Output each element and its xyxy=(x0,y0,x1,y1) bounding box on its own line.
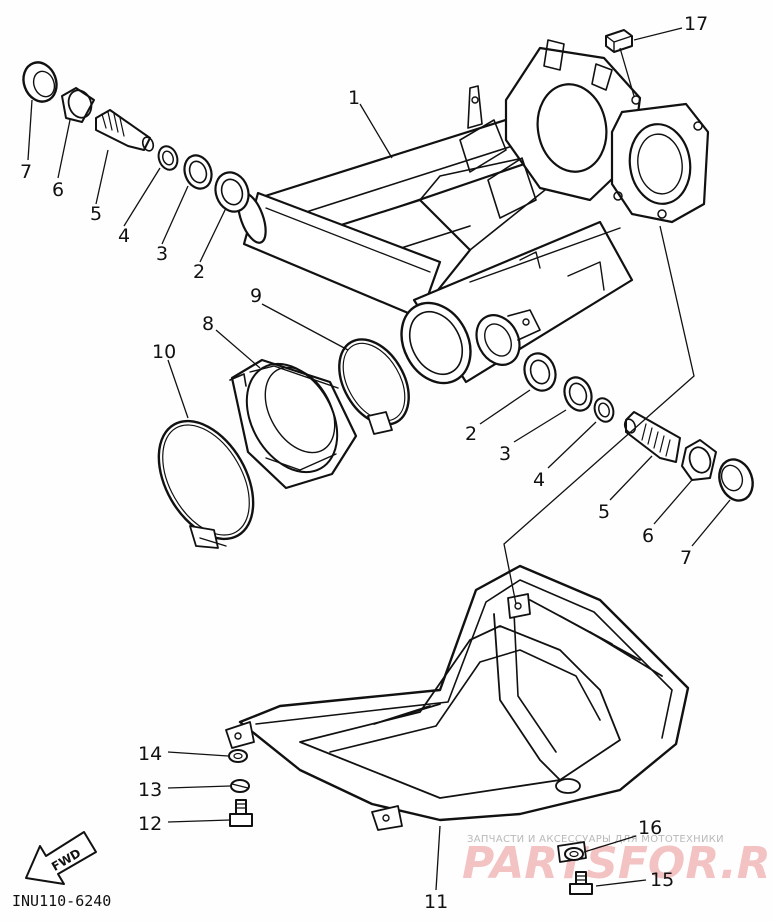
callout-5-upper: 5 xyxy=(90,203,102,225)
callout-15: 15 xyxy=(650,869,674,891)
callout-6-lower: 6 xyxy=(642,525,654,547)
part-15-bolt xyxy=(569,871,593,895)
callout-7-upper: 7 xyxy=(20,161,32,183)
part-7-dust-cover-upper xyxy=(22,61,58,103)
front-pivot-tube xyxy=(400,220,634,385)
callout-10: 10 xyxy=(152,341,176,363)
callout-5-lower: 5 xyxy=(598,501,610,523)
part-9-clamp-band xyxy=(338,338,410,435)
part-3-oil-seal-upper xyxy=(183,154,213,190)
part-1-swingarm xyxy=(237,39,710,385)
part-3-oil-seal-lower xyxy=(563,376,593,412)
callout-12: 12 xyxy=(138,813,162,835)
part-2-bearing-lower xyxy=(523,352,557,392)
callout-2-lower: 2 xyxy=(465,423,477,445)
part-8-rubber-boot xyxy=(229,358,358,490)
watermark-tagline: ЗАПЧАСТИ И АКСЕССУАРЫ ДЛЯ МОТОТЕХНИКИ xyxy=(467,834,724,845)
part-10-clamp-band xyxy=(157,419,255,549)
callout-4-lower: 4 xyxy=(533,469,545,491)
part-4-collar-lower xyxy=(593,397,615,423)
callout-17: 17 xyxy=(684,13,708,35)
callout-8: 8 xyxy=(202,313,214,335)
watermark: ЗАПЧАСТИ И АКСЕССУАРЫ ДЛЯ МОТОТЕХНИКИ PA… xyxy=(462,834,773,889)
callout-1: 1 xyxy=(348,87,360,109)
part-4-collar-upper xyxy=(157,145,179,171)
callout-7-lower: 7 xyxy=(680,547,692,569)
part-16-washer xyxy=(564,847,584,861)
part-6-thrust-cover-lower xyxy=(681,439,717,481)
callout-3-upper: 3 xyxy=(156,243,168,265)
callout-labels: 1 2 3 4 5 6 7 2 3 4 5 6 7 8 9 10 11 12 1… xyxy=(20,13,708,913)
watermark-logo: PARTSFOR.RU xyxy=(462,838,773,889)
callout-6-upper: 6 xyxy=(52,179,64,201)
rear-flange xyxy=(610,95,710,224)
part-17-nut xyxy=(605,29,633,53)
part-11-guard xyxy=(225,564,690,863)
part-7-dust-cover-lower xyxy=(718,458,754,502)
figure-code: INU110-6240 xyxy=(12,892,111,910)
callout-14: 14 xyxy=(138,743,162,765)
callout-9: 9 xyxy=(250,285,262,307)
fwd-arrow: FWD xyxy=(25,831,97,885)
callout-13: 13 xyxy=(138,779,162,801)
callout-11: 11 xyxy=(424,891,448,913)
part-13-lock-washer xyxy=(230,779,250,793)
part-6-thrust-cover-upper xyxy=(61,87,95,123)
part-5-pivot-shaft-lower xyxy=(623,411,681,463)
callout-3-lower: 3 xyxy=(499,443,511,465)
part-5-pivot-shaft-upper xyxy=(95,109,155,152)
rear-housing xyxy=(459,39,642,219)
leader-lines xyxy=(27,27,731,891)
callout-2-upper: 2 xyxy=(193,261,205,283)
callout-4-upper: 4 xyxy=(118,225,130,247)
part-14-washer xyxy=(228,749,248,763)
part-12-bolt xyxy=(229,799,253,827)
part-2-bearing-upper xyxy=(214,171,250,213)
callout-16: 16 xyxy=(638,817,662,839)
